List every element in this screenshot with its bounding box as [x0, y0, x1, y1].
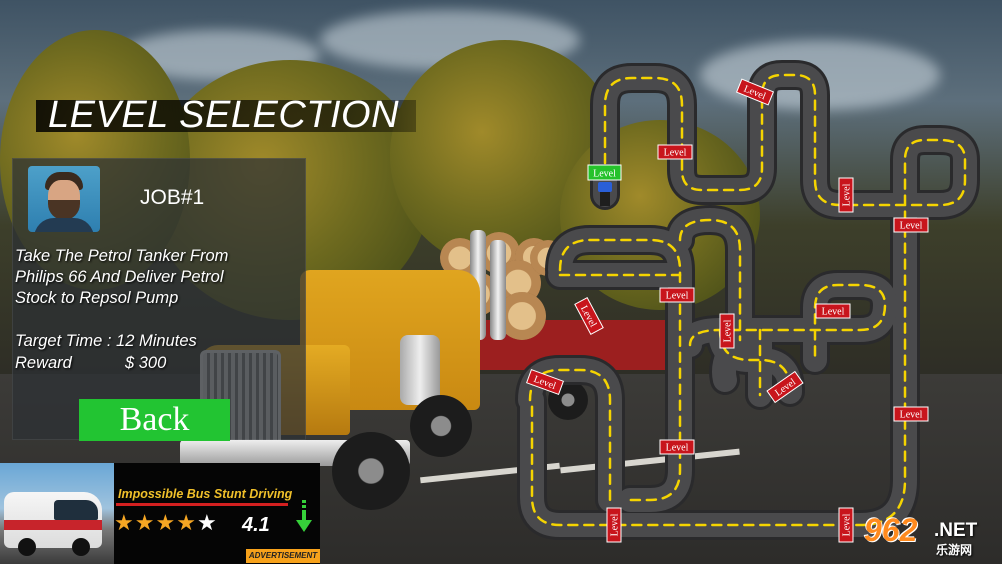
current-level-label: Level — [593, 169, 616, 180]
level-marker-label: Level — [610, 513, 621, 536]
watermark-suffix: .NET — [934, 520, 978, 541]
job-description: Take The Petrol Tanker From Philips 66 A… — [15, 247, 229, 307]
bus-wheel — [72, 538, 90, 556]
current-level-marker[interactable]: Level — [587, 164, 622, 181]
star-icon: ★ — [176, 510, 197, 535]
ad-title[interactable]: Impossible Bus Stunt Driving — [118, 487, 293, 501]
level-marker[interactable]: Level — [657, 144, 693, 160]
level-marker[interactable]: Level — [574, 297, 604, 335]
exhaust-pipe — [490, 240, 506, 340]
log — [498, 292, 546, 340]
fuel-tank — [400, 335, 440, 405]
reward-value: $ 300 — [125, 354, 167, 372]
level-marker-label: Level — [664, 148, 687, 159]
ad-rating: 4.1 — [242, 514, 270, 536]
reward-label: Reward — [15, 354, 72, 372]
driver-avatar — [28, 166, 100, 232]
level-marker[interactable]: Level — [893, 217, 929, 233]
level-marker-label: Level — [666, 291, 689, 302]
player-truck-icon — [598, 182, 612, 206]
title-bar — [36, 100, 416, 132]
star-icon: ★ — [114, 510, 135, 535]
truck-wheel — [410, 395, 472, 457]
level-marker[interactable]: Level — [659, 287, 695, 303]
level-marker-label: Level — [900, 221, 923, 232]
download-arrow-icon[interactable] — [296, 500, 312, 536]
bus-wheel — [18, 538, 36, 556]
job-id: JOB#1 — [140, 186, 205, 209]
watermark-number: 962 — [864, 512, 918, 548]
ad-label: ADVERTISEMENT — [246, 549, 320, 563]
level-marker-label: Level — [842, 183, 853, 206]
ad-star-rating: ★★★★★ — [114, 510, 218, 536]
target-time: Target Time : 12 Minutes — [15, 332, 197, 350]
ad-divider — [116, 503, 288, 506]
bus-window — [54, 500, 98, 520]
level-marker[interactable]: Level — [838, 507, 854, 543]
level-marker[interactable]: Level — [719, 313, 735, 349]
level-marker[interactable]: Level — [525, 368, 565, 396]
level-marker-label: Level — [842, 513, 853, 536]
level-marker[interactable]: Level — [838, 177, 854, 213]
level-marker[interactable]: Level — [893, 406, 929, 422]
star-empty-icon: ★ — [196, 510, 218, 535]
level-marker[interactable]: Level — [815, 303, 851, 319]
avatar-beard — [48, 200, 80, 220]
level-marker-label: Level — [666, 443, 689, 454]
back-button[interactable]: Back — [79, 399, 230, 441]
truck-wheel — [332, 432, 410, 510]
level-marker-label: Level — [822, 307, 845, 318]
level-marker-label: Level — [900, 410, 923, 421]
watermark-subtitle: 乐游网 — [936, 543, 973, 557]
track-network — [515, 60, 980, 540]
level-marker[interactable]: Level — [606, 507, 622, 543]
star-icon: ★ — [155, 510, 177, 535]
page-title: LEVEL SELECTION — [48, 94, 400, 136]
bus-stripe — [4, 520, 102, 530]
level-marker[interactable]: Level — [659, 439, 695, 455]
level-marker-label: Level — [723, 319, 734, 342]
star-icon: ★ — [134, 510, 156, 535]
avatar-shirt — [34, 218, 94, 232]
